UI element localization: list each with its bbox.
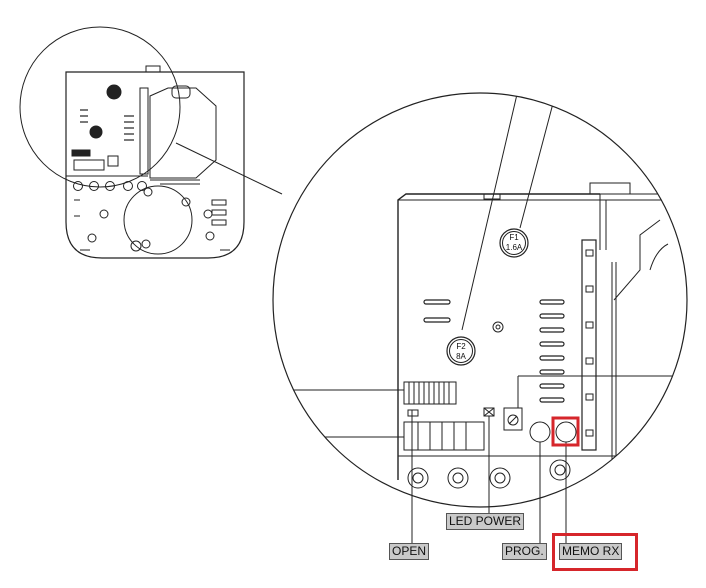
open-label: OPEN xyxy=(389,543,430,560)
led-power-label: LED POWER xyxy=(446,513,525,530)
fuse-f2-name: F2 xyxy=(456,342,466,351)
fuse-f2: F2 8A xyxy=(446,336,476,366)
fuse-f1-name: F1 xyxy=(509,233,519,242)
fuse-f1-rating: 1.6A xyxy=(506,243,523,252)
memo-rx-label: MEMO RX xyxy=(559,543,623,560)
memo-rx-label-highlight xyxy=(552,533,638,571)
fuse-f2-rating: 8A xyxy=(456,352,466,361)
zoom-source-circle xyxy=(19,26,181,188)
overview-unit xyxy=(65,65,245,259)
memo-rx-button-highlight xyxy=(551,416,580,447)
zoom-detail-circle xyxy=(272,92,688,508)
prog-label: PROG. xyxy=(502,543,547,560)
fuse-f1: F1 1.6A xyxy=(499,228,529,258)
zoom-detail xyxy=(273,93,687,507)
